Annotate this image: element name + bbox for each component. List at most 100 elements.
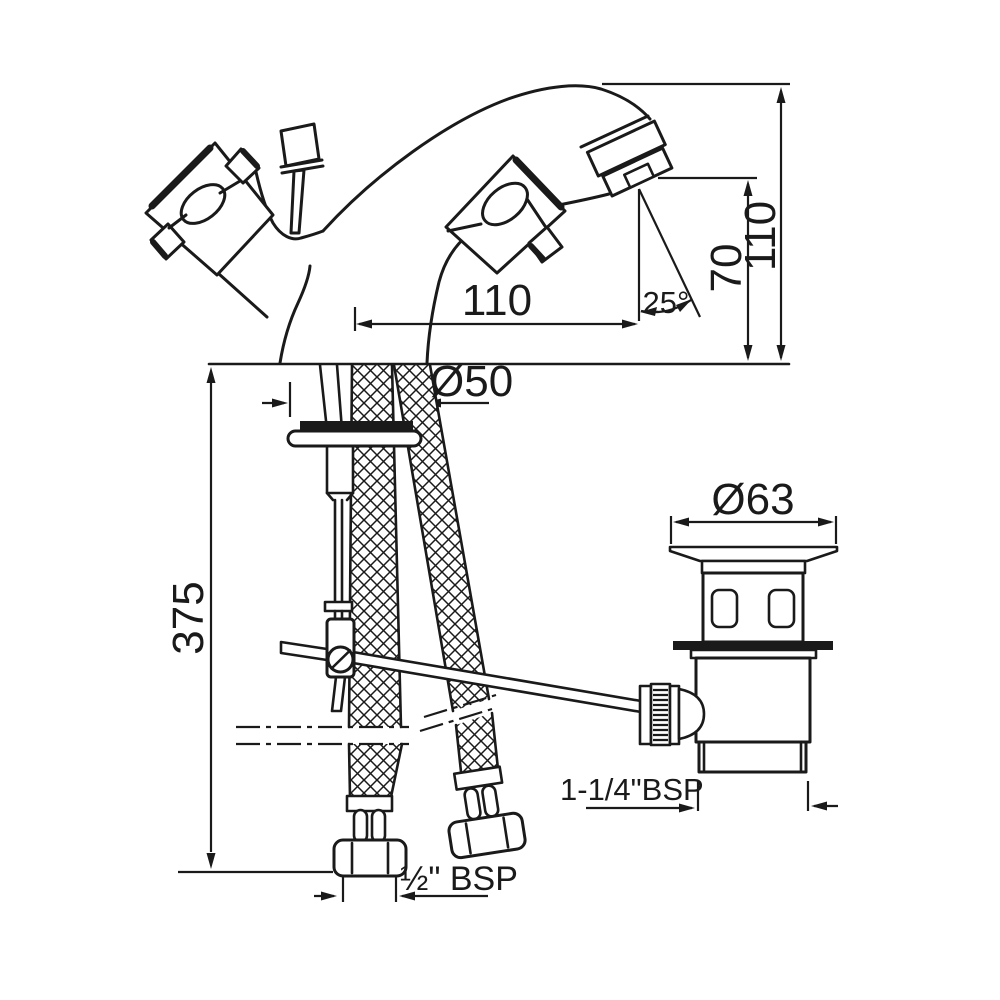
drain-window — [767, 588, 796, 629]
arrow-right-icon — [818, 517, 834, 527]
rod-flange — [323, 600, 354, 613]
hose-braid-texture — [394, 365, 489, 711]
arrow-left-icon — [673, 517, 689, 527]
hose-braid-texture — [349, 744, 402, 797]
rubber-gasket — [300, 421, 413, 432]
handle-facet-highlight — [148, 144, 214, 210]
knurl-ring — [668, 684, 681, 746]
body-left-outline — [278, 264, 312, 365]
hose-braid-texture — [349, 365, 401, 727]
dimension-labels: 110 25° 70 110 Ø50 Ø63 375 1-1/4"BSP ½" … — [164, 201, 795, 898]
dim-label-spout-angle: 25° — [643, 285, 690, 320]
dim-outlet-height — [658, 176, 757, 361]
arrow-left-icon — [356, 319, 372, 329]
arrow-down-icon — [743, 345, 753, 361]
pop-up-rod-assembly — [323, 498, 354, 713]
dim-spout-angle — [637, 188, 701, 321]
dim-waste-flange-diameter — [669, 516, 838, 544]
mounting-washer — [286, 429, 423, 448]
drain-window — [710, 588, 739, 629]
pop-up-rod — [333, 498, 344, 604]
dim-inlet-thread — [314, 875, 488, 902]
waste-drain-assembly — [638, 545, 839, 774]
handle-center-oval — [481, 181, 529, 227]
rod-clamp — [325, 617, 356, 679]
supply-hose-left — [347, 363, 404, 799]
hex-facet-lines — [464, 816, 510, 855]
arrow-up-icon — [206, 367, 216, 383]
spout-outer-curve — [321, 84, 652, 233]
arrow-right-icon — [676, 299, 692, 312]
handle-spoke-line — [218, 179, 242, 195]
arrow-right-icon — [272, 398, 288, 408]
arrow-up-icon — [776, 87, 786, 103]
handle-stem-line — [217, 272, 269, 319]
fitting-hex-nut — [332, 838, 408, 878]
fitting-thread-slot — [352, 808, 369, 844]
hose-edges — [392, 363, 500, 783]
lever-left-piece — [279, 640, 329, 662]
knob-base-line — [279, 158, 324, 169]
arrow-down-icon — [776, 345, 786, 361]
dim-label-spout-reach: 110 — [462, 276, 532, 325]
tail-thread-relief — [702, 740, 803, 774]
tail-body — [697, 740, 808, 774]
dim-waste-thread — [586, 781, 838, 813]
drain-threaded-tail — [697, 740, 808, 774]
handle-spoke-line — [525, 197, 547, 228]
lobe-facet-highlight — [528, 243, 546, 262]
fitting-thread-slot — [481, 784, 500, 818]
drain-top-flange — [668, 545, 839, 563]
body-top-dip-outline — [254, 170, 325, 241]
fitting-hex-nut — [447, 811, 527, 860]
break-line — [419, 707, 493, 733]
fitting-collar — [345, 794, 394, 813]
lift-rod-knob — [279, 122, 325, 235]
hex-facet-lines — [350, 841, 390, 875]
dimension-lines — [178, 82, 838, 902]
dim-label-base-diameter: Ø50 — [430, 357, 513, 406]
fitting-collar — [452, 765, 504, 791]
lift-rod-stem — [289, 168, 306, 235]
left-handle — [144, 141, 275, 277]
hose-braid-texture — [456, 713, 498, 781]
mounting-hardware — [286, 363, 423, 502]
knurl-taper — [677, 687, 706, 741]
aerator-knurl-band — [585, 119, 667, 178]
knob-base-line — [280, 164, 325, 175]
dim-label-total-height: 110 — [736, 201, 785, 271]
hose-fitting-left — [332, 794, 408, 878]
arrow-left-icon — [811, 801, 827, 811]
fitting-thread-slot — [463, 787, 482, 821]
hose-break-marks — [236, 693, 497, 746]
rod-tail — [330, 675, 347, 713]
arrow-left-icon — [640, 307, 657, 316]
knurl-ridges — [653, 688, 668, 742]
break-line — [423, 693, 497, 719]
aerator-neck-line — [579, 114, 650, 149]
drain-neck — [700, 559, 807, 575]
dim-hose-drop — [178, 367, 333, 874]
right-handle — [444, 154, 567, 275]
knurl-ring — [638, 684, 653, 746]
lobe-facet-highlight — [240, 148, 260, 169]
under-counter-assembly — [236, 363, 643, 799]
hose-fitting-right — [447, 765, 527, 860]
dim-label-waste-flange-diameter: Ø63 — [711, 475, 794, 524]
angle-slope-line — [638, 188, 701, 318]
hose-edges — [347, 363, 404, 799]
spout-outlet — [622, 162, 656, 189]
arrow-right-icon — [622, 319, 638, 329]
arrow-left-icon — [399, 891, 415, 901]
dim-label-waste-thread: 1-1/4"BSP — [560, 772, 704, 807]
shank-lines — [318, 363, 344, 432]
handle-facet-highlight — [512, 156, 565, 211]
arrow-right-icon — [679, 803, 695, 813]
mixer-faucet-drawing — [144, 84, 674, 365]
spout-aerator — [579, 114, 674, 198]
dim-label-outlet-height: 70 — [702, 244, 751, 293]
fitting-thread-slot — [370, 808, 387, 844]
handle-spoke-line — [167, 213, 188, 230]
